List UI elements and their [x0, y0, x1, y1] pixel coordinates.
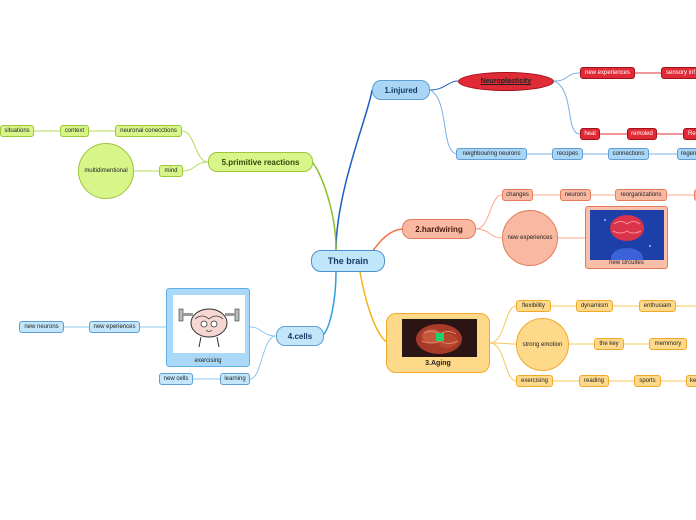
injured-re[interactable]: Re [683, 128, 696, 140]
primitive-situations[interactable]: situations [0, 125, 34, 137]
brain-circuits-image [590, 210, 664, 260]
aging-enthusiam[interactable]: enthusiam [639, 300, 676, 312]
injured-sensory-info[interactable]: sensory inf [661, 67, 696, 79]
aging-sports[interactable]: sports [634, 375, 661, 387]
hardwiring-new-experiences[interactable]: new experiences [502, 210, 558, 266]
brain-glow-image [402, 319, 477, 357]
branch-cells[interactable]: 4.cells [276, 326, 324, 346]
cells-learning[interactable]: learning [220, 373, 250, 385]
branch-aging-label: 3.Aging [425, 360, 451, 367]
aging-dynamism[interactable]: dynamism [576, 300, 613, 312]
cells-new-cells[interactable]: new cells [159, 373, 193, 385]
injured-remoled[interactable]: remoled [627, 128, 657, 140]
neuroplasticity-node[interactable]: Neuroplasticity [458, 72, 554, 91]
injured-connections[interactable]: connections [608, 148, 649, 160]
injured-recopes[interactable]: recopes [552, 148, 583, 160]
hardwiring-next-node[interactable] [694, 189, 696, 201]
branch-hardwiring[interactable]: 2.hardwiring [402, 219, 476, 239]
branch-aging[interactable]: 3.Aging [386, 313, 490, 373]
injured-new-experiences[interactable]: new experiences [580, 67, 635, 79]
aging-memmory[interactable]: memmory [649, 338, 687, 350]
injured-neighbouring-neurons[interactable]: neighbouring neurons [456, 148, 527, 160]
aging-the-key[interactable]: the key [594, 338, 624, 350]
primitive-neuronal-conections[interactable]: neuronal conecctions [115, 125, 182, 137]
hardwiring-new-circuites[interactable]: new circuites [585, 206, 668, 269]
new-circuites-label: new circuites [609, 260, 644, 266]
hardwiring-changes[interactable]: changes [502, 189, 533, 201]
cells-new-experiences[interactable]: new eperiences [89, 321, 140, 333]
hardwiring-neurons[interactable]: neurons [560, 189, 591, 201]
central-topic[interactable]: The brain [311, 250, 385, 272]
hardwiring-reorganizations[interactable]: reorganizations [615, 189, 667, 201]
aging-strong-emotion[interactable]: strong emotion [516, 318, 569, 371]
cells-image-caption: exercising [194, 358, 222, 364]
cells-exercising-image[interactable]: exercising [166, 288, 250, 367]
aging-reading[interactable]: reading [579, 375, 609, 387]
cells-new-neurons[interactable]: new neurons [19, 321, 64, 333]
cartoon-brain-dumbbells-image [173, 295, 245, 353]
primitive-mind[interactable]: mind [159, 165, 183, 177]
primitive-multidimentional[interactable]: multidimentional [78, 143, 134, 199]
branch-injured[interactable]: 1.injured [372, 80, 430, 100]
aging-ke[interactable]: ke [686, 375, 696, 387]
aging-exercising[interactable]: exercising [516, 375, 553, 387]
injured-heal[interactable]: heal [580, 128, 600, 140]
primitive-context[interactable]: context [60, 125, 89, 137]
aging-flexibility[interactable]: flexibility [516, 300, 551, 312]
branch-primitive-reactions[interactable]: 5.primitive reactions [208, 152, 313, 172]
injured-regen[interactable]: regen [677, 148, 696, 160]
